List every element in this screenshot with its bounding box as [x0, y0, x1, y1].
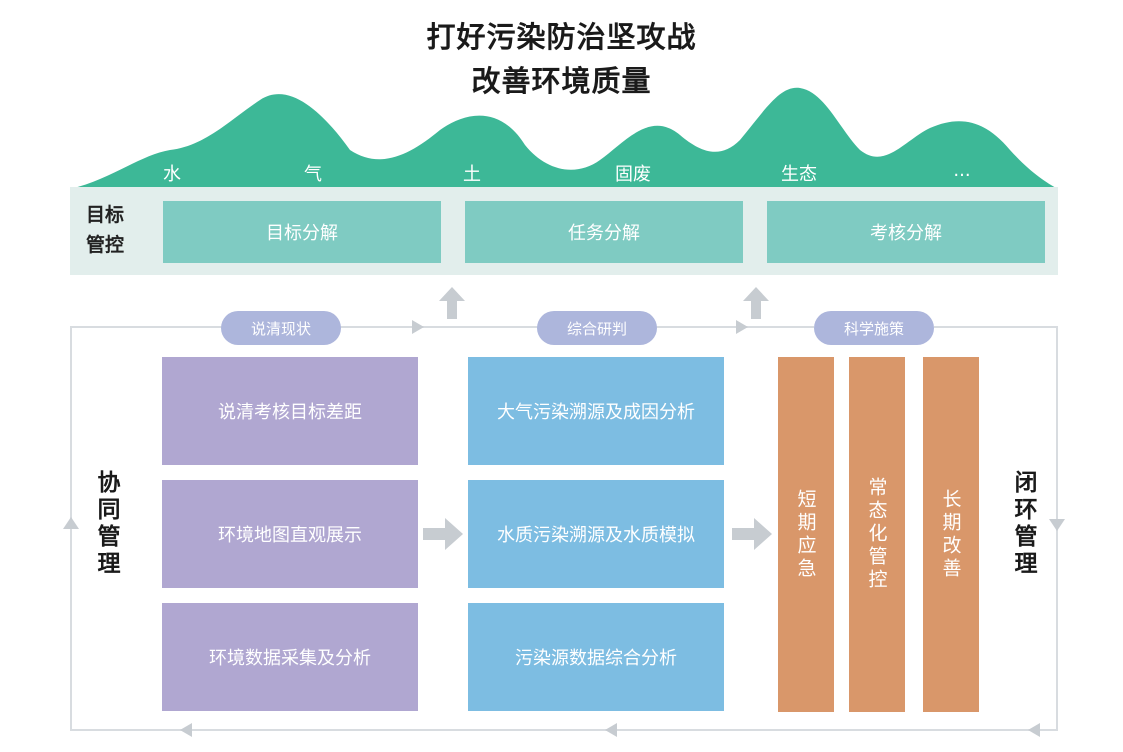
side-label-closed-loop: 闭环管理	[1003, 470, 1043, 586]
up-arrow-icon	[439, 287, 465, 319]
mountain-label-ecology: 生态	[781, 164, 817, 185]
right-arrow-icon	[423, 518, 463, 550]
frame-top-line	[934, 326, 1058, 328]
mountain-label-air: 气	[304, 164, 322, 185]
mountain-range	[70, 87, 1058, 189]
goal-control-label: 目标 管控	[86, 200, 136, 260]
stage-pill-status: 说清现状	[221, 311, 341, 345]
diagram-title-line1: 打好污染防治坚攻战	[426, 20, 697, 54]
analysis-box-water: 水质污染溯源及水质模拟	[468, 480, 724, 588]
measure-box-routine: 常态化管控	[849, 357, 905, 712]
side-label-collaborative-text: 协同管理	[93, 470, 119, 578]
goal-label-line1: 目标	[86, 204, 125, 226]
status-box-gap: 说清考核目标差距	[162, 357, 418, 465]
right-arrow-icon	[732, 518, 772, 550]
measure-label-short-term: 短期应急	[794, 488, 817, 581]
up-arrow-icon	[63, 517, 79, 529]
measure-box-long-term: 长期改善	[923, 357, 979, 712]
frame-top-line	[340, 326, 538, 328]
side-label-closed-loop-text: 闭环管理	[1010, 470, 1036, 578]
goal-label-line2: 管控	[86, 234, 125, 256]
goal-box-assessment: 考核分解	[767, 201, 1045, 263]
down-arrow-icon	[1049, 519, 1065, 531]
measure-label-long-term: 长期改善	[939, 488, 962, 581]
right-arrow-icon	[736, 320, 748, 334]
mountain-label-solid-waste: 固废	[615, 164, 651, 185]
status-box-data: 环境数据采集及分析	[162, 603, 418, 711]
goal-box-task: 任务分解	[465, 201, 743, 263]
status-box-map: 环境地图直观展示	[162, 480, 418, 588]
stage-pill-analysis: 综合研判	[537, 311, 657, 345]
diagram-title-line2: 改善环境质量	[471, 64, 652, 98]
frame-top-line	[70, 326, 222, 328]
mountain-silhouette	[70, 87, 1058, 189]
goal-box-target: 目标分解	[163, 201, 441, 263]
mountain-label-water: 水	[163, 164, 181, 185]
up-arrow-icon	[743, 287, 769, 319]
left-arrow-icon	[1028, 723, 1040, 737]
right-arrow-icon	[412, 320, 424, 334]
mountain-label-soil: 土	[463, 164, 481, 185]
measure-box-short-term: 短期应急	[778, 357, 834, 712]
stage-pill-measures: 科学施策	[814, 311, 934, 345]
frame-top-line	[656, 326, 814, 328]
analysis-box-source: 污染源数据综合分析	[468, 603, 724, 711]
side-label-collaborative: 协同管理	[86, 470, 126, 586]
measure-label-routine: 常态化管控	[865, 477, 888, 592]
analysis-box-air: 大气污染溯源及成因分析	[468, 357, 724, 465]
left-arrow-icon	[605, 723, 617, 737]
mountain-label-more: ...	[953, 160, 971, 181]
frame-bottom-line	[70, 729, 1058, 731]
left-arrow-icon	[180, 723, 192, 737]
